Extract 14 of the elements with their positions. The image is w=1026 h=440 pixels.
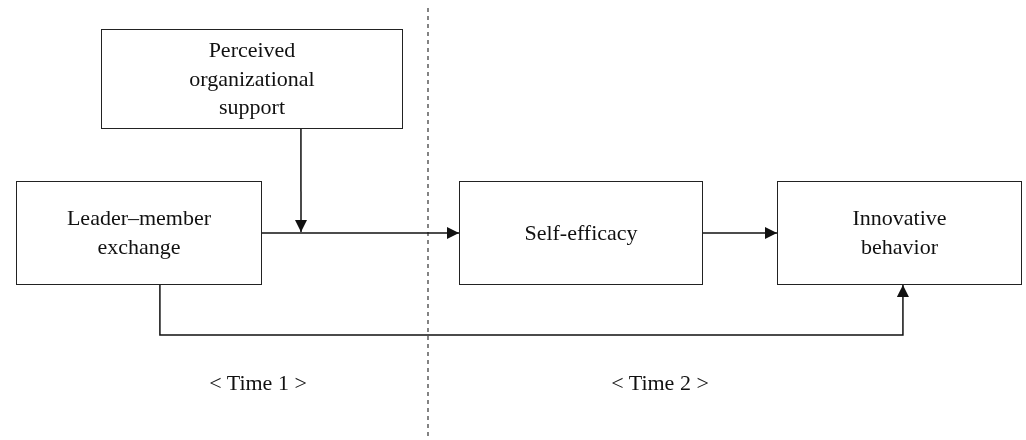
time-label: < Time 2 >	[611, 370, 709, 396]
box-label: Self-efficacy	[524, 218, 638, 247]
time-label: < Time 1 >	[209, 370, 307, 396]
box-label: Perceived organizational support	[188, 36, 316, 122]
concept-box	[16, 181, 262, 285]
arrow	[261, 227, 460, 239]
box-label: Leader–member exchange	[65, 204, 213, 261]
concept-box	[459, 181, 703, 285]
box-label: Innovative behavior	[851, 204, 948, 261]
arrow	[159, 284, 909, 336]
concept-box	[101, 29, 403, 129]
arrow	[702, 227, 778, 239]
concept-box	[777, 181, 1022, 285]
arrow	[295, 128, 307, 233]
